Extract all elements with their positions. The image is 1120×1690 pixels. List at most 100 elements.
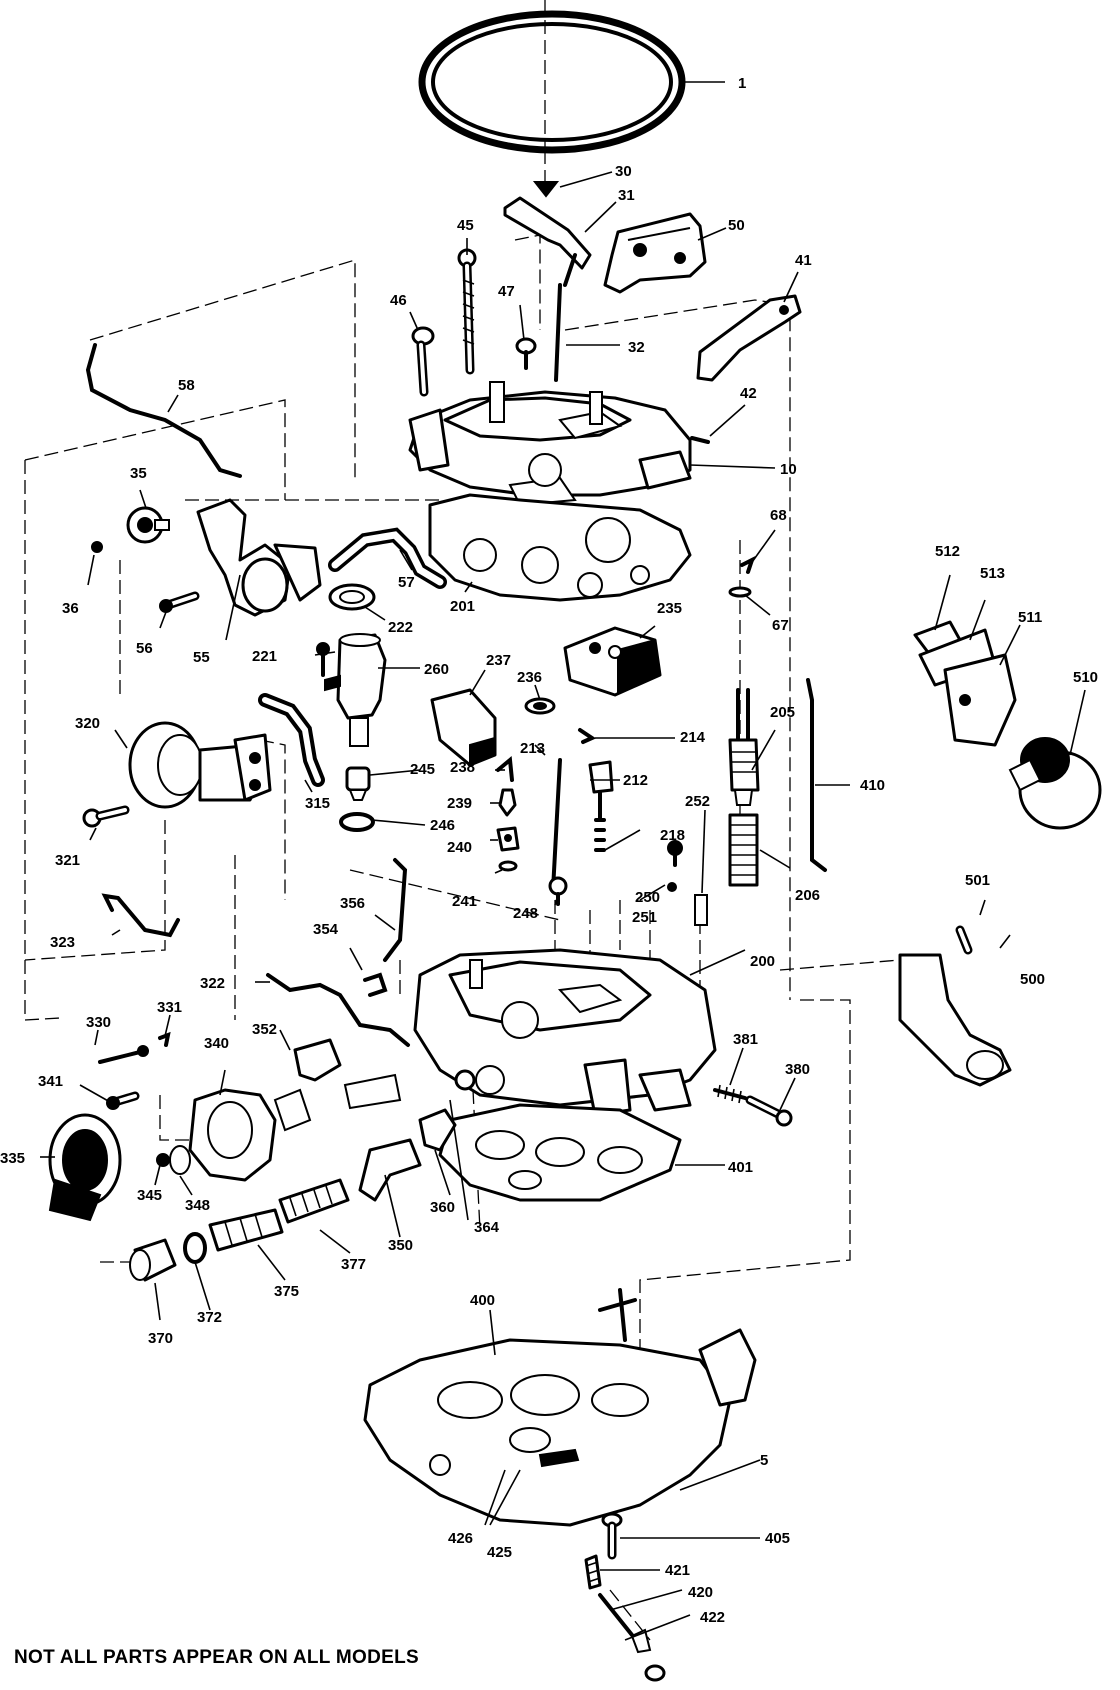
- part-68-clip: [740, 556, 756, 574]
- part-420-needle: [598, 1593, 652, 1654]
- label-372: 372: [197, 1309, 222, 1326]
- part-67-washer: [728, 586, 752, 598]
- label-377: 377: [341, 1256, 366, 1273]
- part-511-bracket: [943, 653, 1017, 747]
- part-218-screw: [667, 840, 683, 867]
- footnote: NOT ALL PARTS APPEAR ON ALL MODELS: [14, 1647, 419, 1668]
- part-323-link: [101, 893, 180, 938]
- label-41: 41: [795, 252, 812, 269]
- label-45: 45: [457, 217, 474, 234]
- part-31-retainer: [503, 196, 592, 287]
- part-57-hose: [328, 527, 447, 589]
- part-238-clip: [496, 756, 514, 782]
- label-30: 30: [615, 163, 632, 180]
- label-252: 252: [685, 793, 710, 810]
- label-235: 235: [657, 600, 682, 617]
- label-68: 68: [770, 507, 787, 524]
- part-240-seat: [496, 826, 520, 852]
- label-335: 335: [0, 1150, 25, 1167]
- part-501-screw: [955, 925, 973, 955]
- part-405-screw: [601, 1512, 623, 1560]
- label-260: 260: [424, 661, 449, 678]
- label-350: 350: [388, 1237, 413, 1254]
- label-354: 354: [313, 921, 339, 938]
- part-237-pump: [430, 688, 497, 767]
- label-239: 239: [447, 795, 472, 812]
- label-214: 214: [680, 729, 706, 746]
- part-260-actuator: [324, 633, 387, 747]
- label-47: 47: [498, 283, 515, 300]
- part-348-gasket: [169, 1145, 191, 1175]
- label-405: 405: [765, 1530, 790, 1547]
- part-341-screw: [106, 1091, 140, 1110]
- part-331-clip: [158, 1031, 171, 1047]
- label-330: 330: [86, 1014, 111, 1031]
- part-340-housing: [188, 1088, 277, 1182]
- label-352: 352: [252, 1021, 277, 1038]
- label-237: 237: [486, 652, 511, 669]
- part-42-pin: [690, 436, 710, 444]
- label-35: 35: [130, 465, 147, 482]
- label-240: 240: [447, 839, 472, 856]
- label-410: 410: [860, 777, 885, 794]
- label-323: 323: [50, 934, 75, 951]
- label-322: 322: [200, 975, 225, 992]
- label-321: 321: [55, 852, 80, 869]
- part-364-plug: [454, 1069, 476, 1091]
- label-320: 320: [75, 715, 100, 732]
- part-410-rod: [806, 678, 827, 872]
- part-1-gasket-ring: [418, 10, 686, 154]
- label-401: 401: [728, 1159, 753, 1176]
- part-55-diaphragm: [196, 498, 322, 617]
- label-205: 205: [770, 704, 795, 721]
- part-32-rod: [554, 283, 562, 382]
- part-36-screw: [91, 541, 103, 553]
- part-200-float-bowl: [413, 948, 717, 1117]
- label-245: 245: [410, 761, 435, 778]
- part-352-link: [273, 1038, 342, 1132]
- label-251: 251: [632, 909, 657, 926]
- label-32: 32: [628, 339, 645, 356]
- label-36: 36: [62, 600, 79, 617]
- label-221: 221: [252, 648, 277, 665]
- part-222-ring: [328, 583, 376, 611]
- label-55: 55: [193, 649, 210, 666]
- part-58-rod: [85, 343, 242, 478]
- part-380-screw: [745, 1095, 793, 1127]
- part-248-plug: [548, 876, 568, 906]
- part-47-screw: [515, 337, 537, 370]
- part-205-power-piston: [728, 688, 760, 806]
- part-245-valve: [345, 766, 371, 801]
- part-46-screw: [411, 326, 435, 397]
- parts: [48, 10, 1102, 1682]
- label-42: 42: [740, 385, 757, 402]
- label-46: 46: [390, 292, 407, 309]
- label-1: 1: [738, 75, 746, 92]
- label-50: 50: [728, 217, 745, 234]
- part-335-cover: [48, 1113, 122, 1222]
- label-5: 5: [760, 1452, 768, 1469]
- label-200: 200: [750, 953, 775, 970]
- label-238: 238: [450, 759, 475, 776]
- label-512: 512: [935, 543, 960, 560]
- label-201: 201: [450, 598, 475, 615]
- part-370-plug: [129, 1238, 177, 1282]
- label-222: 222: [388, 619, 413, 636]
- part-212-metering-rod: [588, 760, 614, 852]
- label-381: 381: [733, 1031, 758, 1048]
- part-330-rod: [98, 1045, 149, 1064]
- label-356: 356: [340, 895, 365, 912]
- label-510: 510: [1073, 669, 1098, 686]
- label-206: 206: [795, 887, 820, 904]
- part-201-gasket: [428, 493, 692, 602]
- label-248: 248: [513, 905, 538, 922]
- label-421: 421: [665, 1562, 690, 1579]
- label-246: 246: [430, 817, 455, 834]
- label-212: 212: [623, 772, 648, 789]
- label-422: 422: [700, 1609, 725, 1626]
- part-345-screw: [156, 1153, 170, 1167]
- label-380: 380: [785, 1061, 810, 1078]
- label-241: 241: [452, 893, 477, 910]
- part-30-screw: [532, 181, 560, 198]
- part-246-ring: [339, 812, 375, 832]
